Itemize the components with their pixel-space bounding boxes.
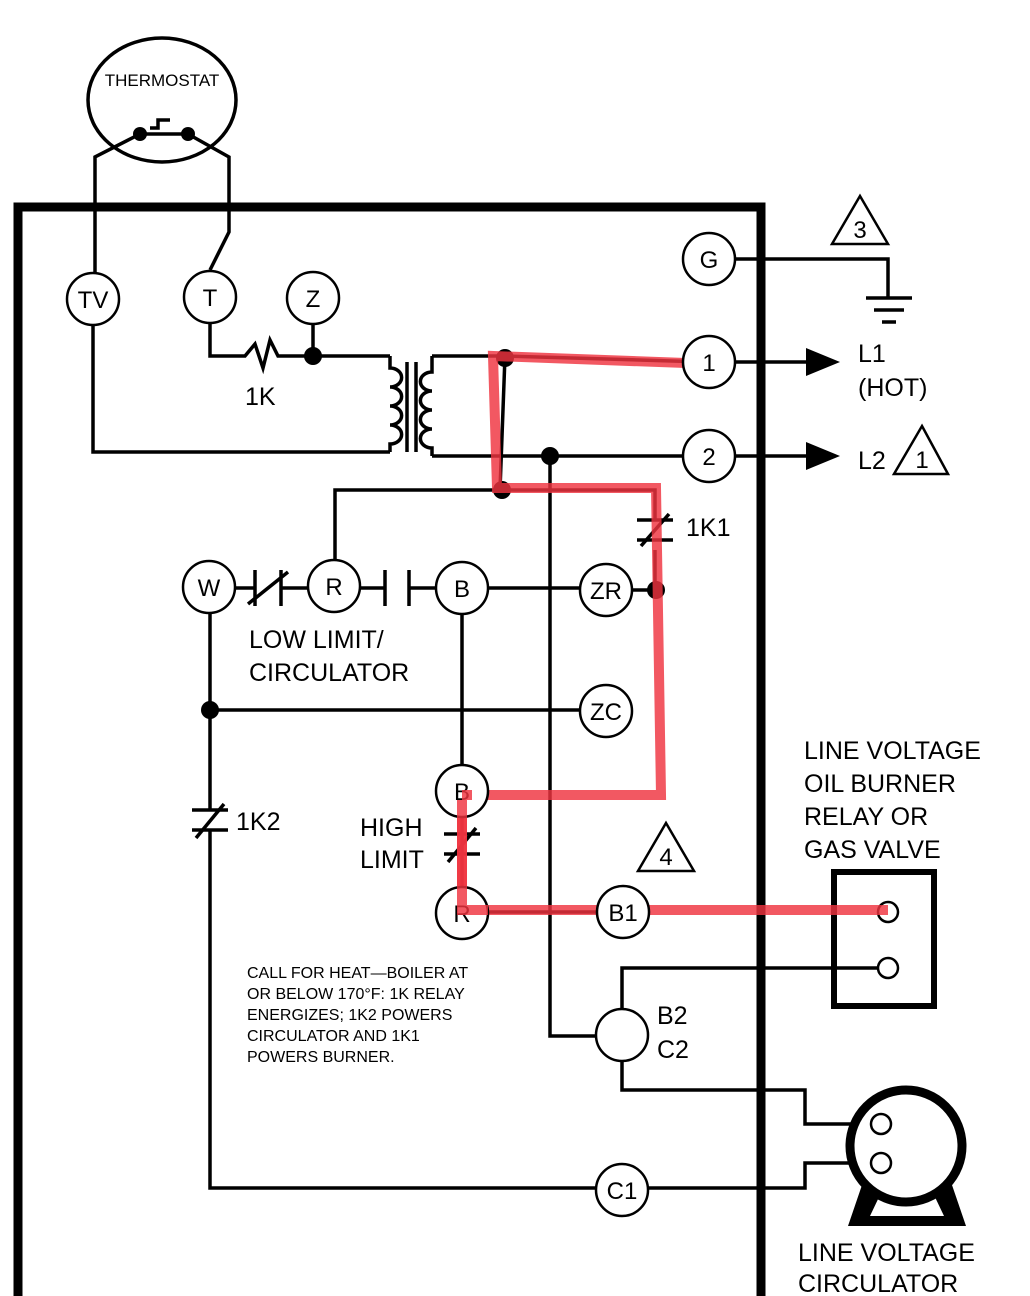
energized-path-upper <box>472 350 687 800</box>
coil-1k <box>208 298 313 375</box>
c2-label: C2 <box>657 1036 689 1064</box>
wire-b2-burner <box>620 966 880 1010</box>
wire-tv-transformer <box>91 298 390 454</box>
terminal-b-label: B <box>454 576 470 603</box>
terminal-zc[interactable]: ZC <box>578 683 634 739</box>
terminal-zc-label: ZC <box>590 699 622 726</box>
low-limit-label-2: CIRCULATOR <box>249 659 409 687</box>
terminal-g-label: G <box>700 247 719 274</box>
thermostat-wire-t <box>187 132 231 271</box>
terminal-t-label: T <box>203 285 218 312</box>
burner-label-2: OIL BURNER <box>804 770 956 798</box>
terminal-c1-label: C1 <box>607 1178 638 1205</box>
terminal-b1[interactable]: B1 <box>595 884 651 940</box>
note-line-2: OR BELOW 170°F: 1K RELAY <box>247 986 465 1003</box>
contact-1k2-label: 1K2 <box>236 808 280 836</box>
note-4-number: 4 <box>659 844 672 871</box>
note-3-number: 3 <box>853 217 866 244</box>
circulator-motor <box>845 1085 967 1226</box>
terminal-w[interactable]: W <box>181 559 237 615</box>
terminal-z-label: Z <box>306 286 321 313</box>
terminal-zr[interactable]: ZR <box>578 562 634 618</box>
terminal-1-label: 1 <box>702 350 715 377</box>
control-box <box>13 202 766 1296</box>
burner-relay-box <box>831 869 937 1009</box>
terminal-tv-label: TV <box>78 287 109 314</box>
wire-ground <box>735 257 890 298</box>
terminal-b2-c2[interactable] <box>594 1007 650 1063</box>
terminal-tv[interactable]: TV <box>65 271 121 327</box>
burner-terminal-2 <box>876 956 900 980</box>
burner-label-1: LINE VOLTAGE <box>804 737 981 765</box>
ground-icon <box>866 296 912 324</box>
note-line-1: CALL FOR HEAT—BOILER AT <box>247 965 468 982</box>
circulator-label-2: CIRCULATOR <box>798 1270 958 1296</box>
burner-label-3: RELAY OR <box>804 803 928 831</box>
high-limit-label-1: HIGH <box>360 814 423 842</box>
l2-label: L2 <box>858 447 886 475</box>
note-1-icon: 1 <box>891 423 951 476</box>
thermostat: THERMOSTAT <box>86 36 238 164</box>
terminal-z[interactable]: Z <box>285 270 341 326</box>
thermostat-label: THERMOSTAT <box>105 71 220 90</box>
circulator-label-1: LINE VOLTAGE <box>798 1239 975 1267</box>
wire-c1-circulator <box>648 1161 880 1190</box>
arrow-l2-icon <box>806 442 840 470</box>
burner-label-4: GAS VALVE <box>804 836 941 864</box>
note-line-4: CIRCULATOR AND 1K1 <box>247 1028 420 1045</box>
terminal-zr-label: ZR <box>590 578 622 605</box>
wire-1k1-top <box>500 488 657 520</box>
low-limit-label-1: LOW LIMIT/ <box>249 626 384 654</box>
terminal-2-label: 2 <box>702 444 715 471</box>
terminal-r-label: R <box>325 574 342 601</box>
terminal-t[interactable]: T <box>182 269 238 325</box>
contact-low-limit-no <box>383 570 411 606</box>
l1-label: L1 <box>858 340 886 368</box>
contact-1k1-label: 1K1 <box>686 514 730 542</box>
arrow-l1-icon <box>806 348 840 376</box>
wire-c2-circulator <box>620 1060 880 1126</box>
terminal-1[interactable]: 1 <box>681 334 737 390</box>
note-3-icon: 3 <box>829 193 891 246</box>
terminal-g[interactable]: G <box>681 231 737 287</box>
wire-l2-b2 <box>548 456 596 1038</box>
note-line-3: ENERGIZES; 1K2 POWERS <box>247 1007 452 1024</box>
note-4-icon: 4 <box>635 820 697 873</box>
terminal-c1[interactable]: C1 <box>594 1162 650 1218</box>
terminal-w-label: W <box>198 575 221 602</box>
thermostat-wire-tv <box>93 132 141 298</box>
terminal-r[interactable]: R <box>306 558 362 614</box>
terminal-b1-label: B1 <box>608 900 637 927</box>
relay-1k-label: 1K <box>245 383 276 411</box>
transformer <box>388 356 434 456</box>
terminal-b[interactable]: B <box>434 560 490 616</box>
b2-label: B2 <box>657 1002 688 1030</box>
terminal-2[interactable]: 2 <box>681 428 737 484</box>
wire-r-feed <box>333 355 507 560</box>
high-limit-label-2: LIMIT <box>360 846 424 874</box>
note-1-number: 1 <box>915 447 928 474</box>
operation-note: CALL FOR HEAT—BOILER AT OR BELOW 170°F: … <box>247 965 468 1066</box>
l1-hot-label: (HOT) <box>858 374 927 402</box>
wire-c1 <box>208 830 596 1190</box>
note-line-5: POWERS BURNER. <box>247 1049 395 1066</box>
